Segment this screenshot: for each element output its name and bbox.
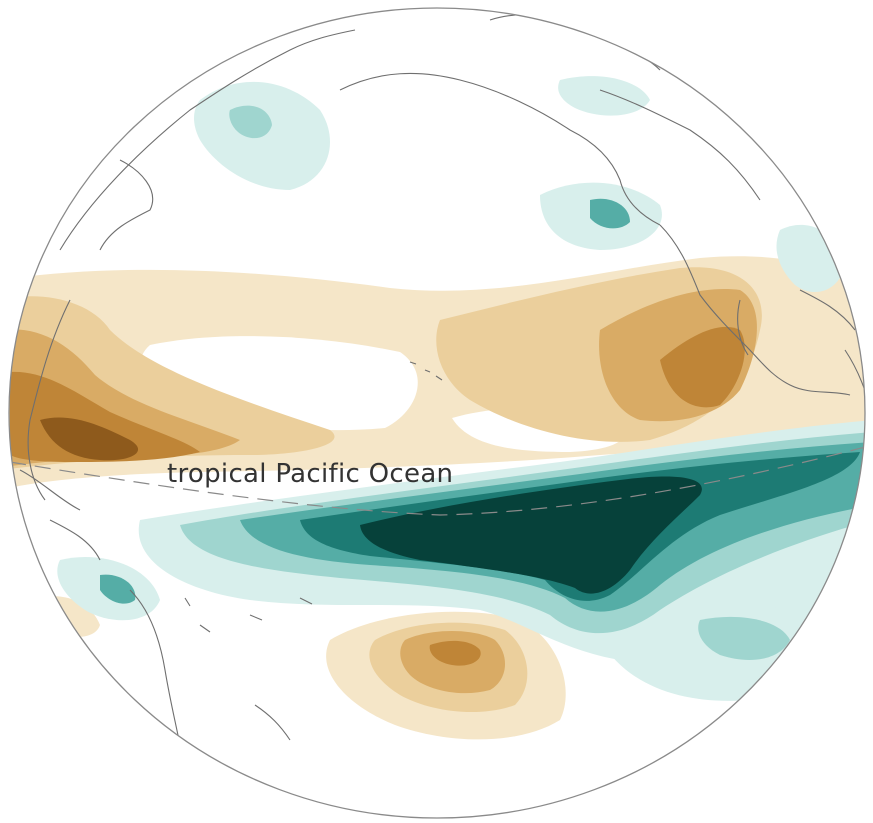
coast-central-america (799, 289, 865, 401)
coast-north-america (659, 224, 851, 396)
cool-north-west-core (229, 105, 272, 139)
cool-south-east-core (698, 616, 790, 660)
cool-tongue-core (360, 476, 702, 594)
coast-maritime (19, 469, 181, 746)
coast-hawaii (409, 361, 443, 381)
warm-anomaly-north (9, 256, 865, 490)
warm-anomaly-south (29, 596, 566, 740)
region-label: tropical Pacific Ocean (167, 459, 453, 489)
globe-edge (8, 7, 866, 819)
cool-anomaly-north (194, 76, 845, 293)
cool-anomaly-equatorial (57, 420, 865, 701)
equator-line (9, 444, 865, 516)
warm-band-west-5 (40, 417, 139, 461)
coast-asia (27, 29, 356, 501)
cool-gulf-alaska-core (590, 198, 630, 229)
coast-alaska (339, 72, 661, 226)
cool-arctic (558, 76, 650, 116)
warm-south-4 (429, 640, 481, 666)
warm-band-east-4 (660, 326, 745, 408)
coast-pacific-islands (184, 597, 313, 741)
cool-west-patch-core (100, 574, 136, 604)
